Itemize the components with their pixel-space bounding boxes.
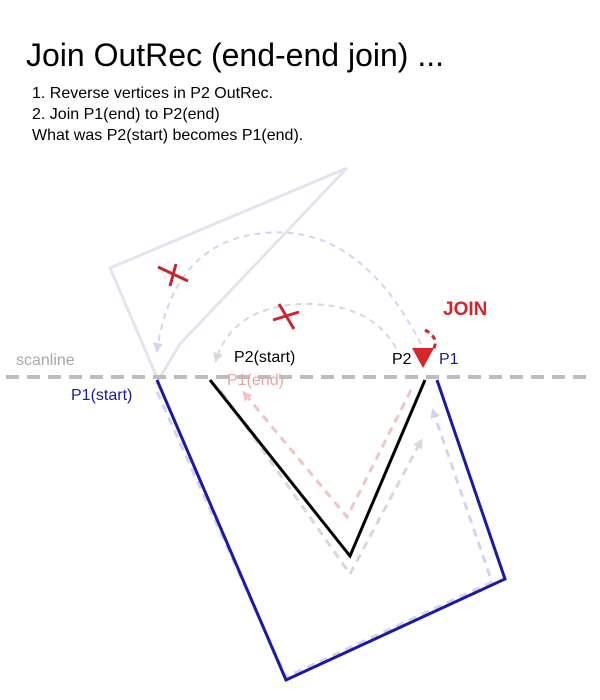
faded-p2-direction-path (219, 390, 423, 577)
scanline-label: scanline (16, 352, 75, 369)
faded-inner-arc (213, 302, 397, 363)
p1-label: P1 (439, 351, 459, 368)
join-arrow-curve (424, 328, 437, 351)
join-arrow-head (412, 348, 434, 368)
p2-path (208, 379, 427, 559)
p1-path (155, 379, 507, 683)
faded-reversed-direction-path (242, 389, 413, 520)
step-1-text: 1. Reverse vertices in P2 OutRec. (32, 85, 273, 102)
p1-start-label: P1(start) (71, 387, 132, 404)
cross-mark-outer (157, 263, 189, 287)
step-2-text: 2. Join P1(end) to P2(end) (32, 106, 220, 123)
step-3-text: What was P2(start) becomes P1(end). (32, 127, 303, 144)
faded-previous-outline (108, 166, 349, 385)
join-label: JOIN (443, 299, 487, 320)
cross-mark-inner (272, 303, 300, 330)
p1-end-label: P1(end) (227, 372, 284, 389)
p2-label: P2 (392, 351, 412, 368)
diagram-title: Join OutRec (end-end join) ... (26, 37, 444, 73)
faded-outer-arc (153, 231, 422, 353)
p2-start-label: P2(start) (234, 349, 295, 366)
faded-p1-direction-path (155, 391, 494, 679)
